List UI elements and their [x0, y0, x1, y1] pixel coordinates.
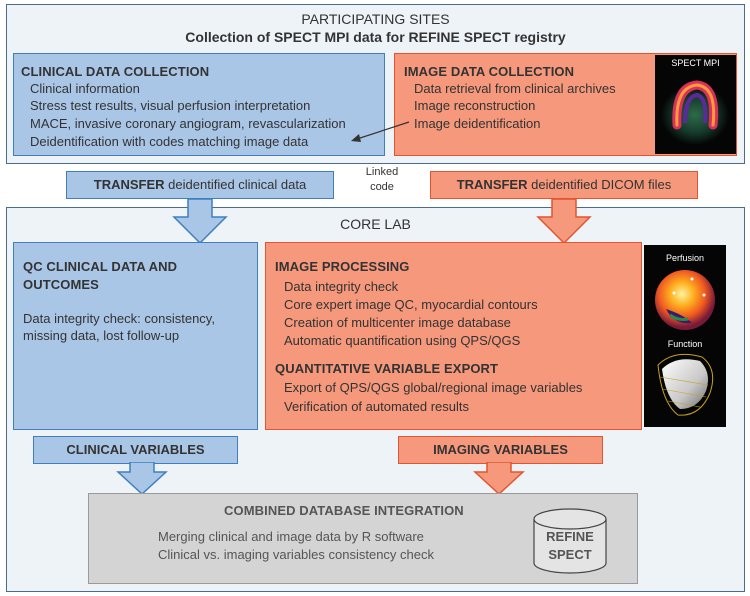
spect-heart-icon	[661, 80, 729, 145]
transfer-clinical-text: deidentified clinical data	[164, 177, 307, 192]
clinical-line-2: Stress test results, visual perfusion in…	[30, 98, 311, 113]
clinical-line-4: Deidentification with codes matching ima…	[30, 134, 309, 149]
image-data-collection-heading: IMAGE DATA COLLECTION	[404, 64, 575, 79]
database-label-line1: REFINE	[546, 529, 594, 544]
processing-line-3: Creation of multicenter image database	[284, 315, 511, 330]
transfer-image-bold: TRANSFER	[456, 177, 528, 192]
clinical-line-3: MACE, invasive coronary angiogram, revas…	[30, 116, 346, 131]
transfer-image-text: deidentified DICOM files	[527, 177, 672, 192]
image-processing-heading: IMAGE PROCESSING	[275, 259, 410, 274]
processing-line-4: Automatic quantification using QPS/QGS	[284, 333, 521, 348]
qc-clinical-line-1: Data integrity check: consistency,	[23, 311, 215, 326]
participating-sites-title: PARTICIPATING SITES	[301, 11, 450, 27]
transfer-image-banner: TRANSFER deidentified DICOM files	[430, 171, 698, 199]
down-arrow-imaging-variables-icon	[473, 462, 525, 496]
imaging-variables-banner: IMAGING VARIABLES	[398, 436, 603, 464]
processing-line-2: Core expert image QC, myocardial contour…	[284, 297, 538, 312]
transfer-clinical-banner: TRANSFER deidentified clinical data	[66, 171, 334, 199]
clinical-variables-banner: CLINICAL VARIABLES	[33, 436, 238, 464]
processing-line-1: Data integrity check	[284, 279, 399, 294]
image-processing-box	[265, 242, 642, 430]
export-line-2: Verification of automated results	[284, 399, 469, 414]
qc-clinical-heading-line1: QC CLINICAL DATA AND	[23, 259, 178, 274]
perfusion-polar-map-icon	[655, 270, 715, 330]
database-label-line2: SPECT	[548, 547, 592, 562]
perfusion-function-image: Perfusion Function	[644, 245, 726, 427]
linked-code-label-line1: Linked	[365, 166, 399, 178]
combined-database-heading: COMBINED DATABASE INTEGRATION	[224, 503, 464, 518]
transfer-clinical-bold: TRANSFER	[93, 177, 165, 192]
linked-code-label-line2: code	[370, 181, 394, 193]
qc-clinical-heading-line2: OUTCOMES	[23, 277, 99, 292]
export-line-1: Export of QPS/QGS global/regional image …	[284, 380, 583, 395]
perfusion-label: Perfusion	[665, 253, 705, 263]
image-line-2: Image reconstruction	[414, 98, 536, 113]
clinical-line-1: Clinical information	[30, 81, 140, 96]
link-arrow-icon	[351, 121, 410, 142]
qc-clinical-line-2: missing data, lost follow-up	[23, 328, 180, 343]
image-line-3: Image deidentification	[414, 116, 541, 131]
spect-mpi-image: SPECT MPI	[655, 55, 736, 154]
combined-line-1: Merging clinical and image data by R sof…	[158, 529, 424, 544]
spect-mpi-label: SPECT MPI	[671, 58, 720, 68]
function-lv-mesh-icon	[657, 353, 714, 416]
core-lab-title: CORE LAB	[340, 216, 411, 232]
clinical-data-collection-box	[13, 53, 385, 156]
image-line-1: Data retrieval from clinical archives	[414, 81, 616, 96]
down-arrow-image-icon	[536, 199, 592, 245]
function-label: Function	[667, 339, 703, 349]
combined-line-2: Clinical vs. imaging variables consisten…	[158, 547, 435, 562]
quantitative-export-heading: QUANTITATIVE VARIABLE EXPORT	[275, 361, 499, 376]
down-arrow-clinical-variables-icon	[116, 462, 168, 496]
participating-sites-subtitle: Collection of SPECT MPI data for REFINE …	[185, 29, 566, 45]
clinical-data-collection-heading: CLINICAL DATA COLLECTION	[21, 64, 210, 79]
database-icon	[533, 508, 607, 574]
qc-clinical-box	[13, 242, 258, 430]
down-arrow-clinical-icon	[172, 199, 228, 245]
